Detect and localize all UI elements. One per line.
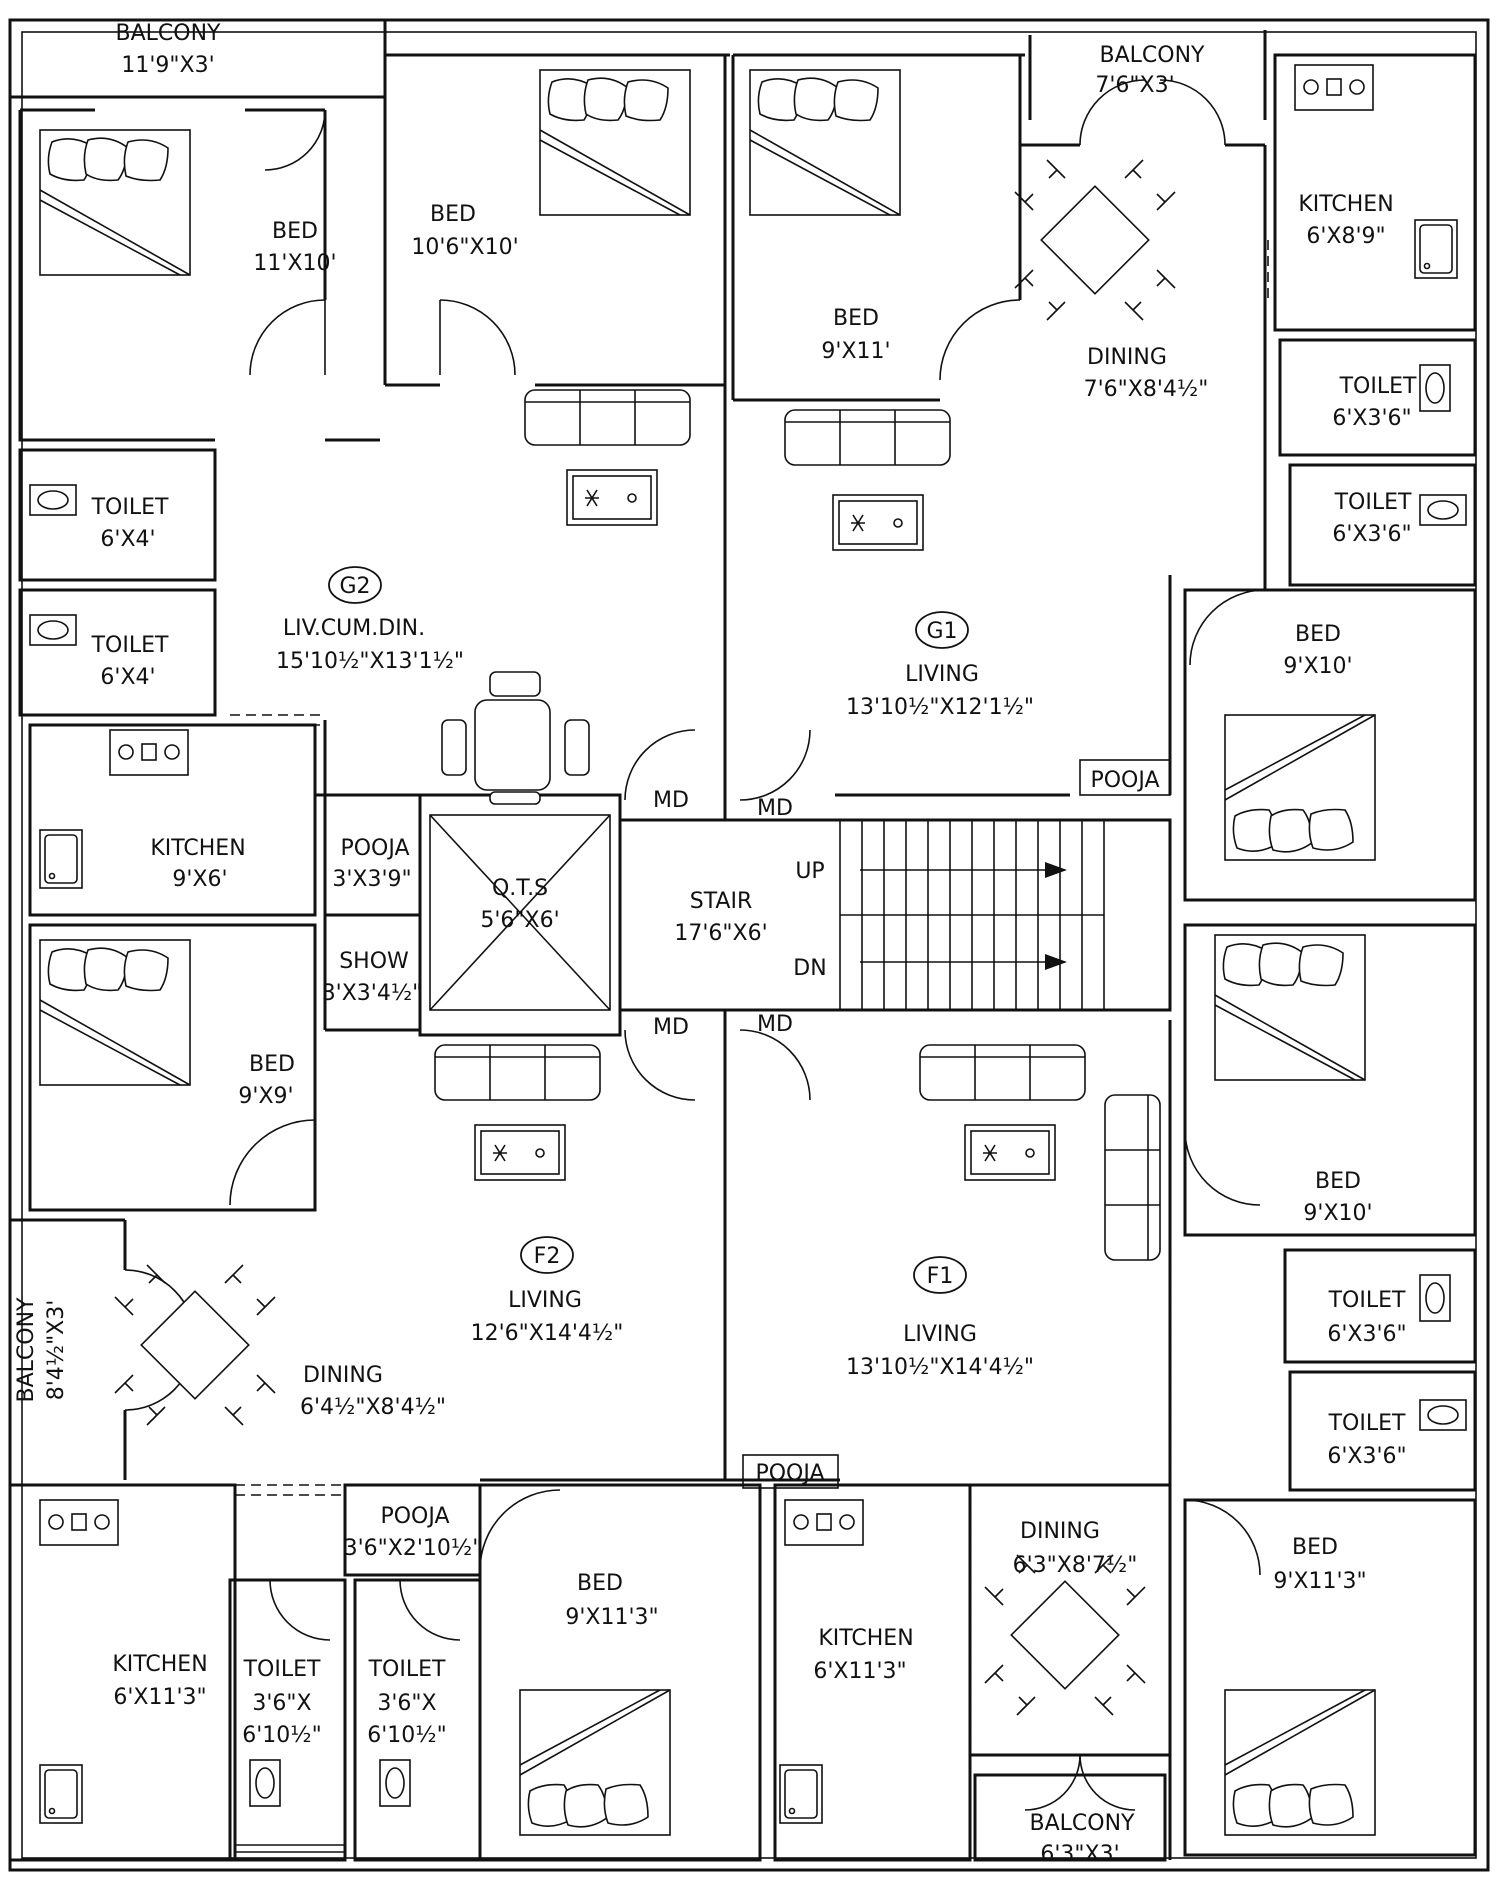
room-size: 17'6"X6' [674, 921, 767, 946]
room-size: 9'X11'3" [565, 1605, 658, 1630]
room-size: 9'X11' [821, 339, 890, 364]
room-size: 6'X3'6" [1332, 522, 1411, 547]
stair-treads [839, 820, 1105, 1010]
room-size: 6'3"X8'7½" [1013, 1553, 1138, 1578]
room-name: LIVING [903, 1322, 977, 1347]
room-name: DINING [1087, 345, 1167, 370]
room-name: STAIR [690, 889, 753, 914]
room-size: 7'6"X3' [1095, 73, 1174, 98]
room-name: KITCHEN [818, 1626, 913, 1651]
room-size: 9'X10' [1283, 654, 1352, 679]
room-name: KITCHEN [150, 836, 245, 861]
room-size: 11'9"X3' [121, 53, 214, 78]
room-size: 9'X6' [172, 867, 227, 892]
room-name: DINING [1020, 1519, 1100, 1544]
room-name: POOJA [755, 1461, 824, 1486]
room-name: LIVING [508, 1288, 582, 1313]
door-label-md: MD [757, 796, 793, 821]
room-size: 9'X11'3" [1273, 1569, 1366, 1594]
room-size: 3'X3'4½" [322, 981, 423, 1006]
room-size: 3'6"X [377, 1691, 436, 1716]
room-size: 15'10½"X13'1½" [276, 649, 464, 674]
stair-up-label: UP [795, 859, 824, 884]
room-name: TOILET [1339, 374, 1417, 399]
room-size: 10'6"X10' [411, 235, 518, 260]
room-name: LIV.CUM.DIN. [283, 616, 425, 641]
unit-label-g1: G1 [926, 619, 957, 644]
room-name: BED [249, 1052, 295, 1077]
room-labels: BALCONY 11'9"X3' BED 11'X10' BED 10'6"X1… [14, 21, 1417, 1867]
room-name: BED [833, 306, 879, 331]
room-size: 6'X3'6" [1327, 1444, 1406, 1469]
stair-dn-label: DN [793, 956, 826, 981]
room-size: 6'X4' [100, 527, 155, 552]
room-name: BALCONY [1030, 1811, 1136, 1836]
room-size: 3'6"X [252, 1691, 311, 1716]
room-size: 6'X3'6" [1327, 1322, 1406, 1347]
unit-label-f2: F2 [534, 1244, 561, 1269]
room-name: DINING [303, 1363, 383, 1388]
room-size: 9'X10' [1303, 1201, 1372, 1226]
room-size: 6'4½"X8'4½" [300, 1395, 446, 1420]
room-size: 6'10½" [242, 1723, 321, 1748]
room-size: 6'X3'6" [1332, 406, 1411, 431]
room-name: TOILET [91, 633, 169, 658]
room-size: 5'6"X6' [480, 908, 559, 933]
room-size: 9'X9' [238, 1084, 293, 1109]
dashed-openings [230, 240, 1269, 1755]
room-name: BED [1315, 1169, 1361, 1194]
room-name: LIVING [905, 662, 979, 687]
room-name: KITCHEN [112, 1652, 207, 1677]
room-size: 6'X11'3" [113, 1685, 206, 1710]
room-size: 3'X3'9" [332, 867, 411, 892]
unit-label-f1: F1 [927, 1264, 954, 1289]
room-name: BALCONY [1100, 43, 1206, 68]
room-size: 8'4½"X3' [44, 1300, 69, 1401]
room-name: Q.T.S [492, 876, 548, 901]
room-name: TOILET [91, 495, 169, 520]
room-name: POOJA [380, 1504, 449, 1529]
room-name: TOILET [243, 1657, 321, 1682]
door-label-md: MD [653, 1015, 689, 1040]
room-name: TOILET [368, 1657, 446, 1682]
room-size: 6'X11'3" [813, 1659, 906, 1684]
room-name: SHOW [339, 949, 409, 974]
room-name: BALCONY [116, 21, 222, 46]
room-name: TOILET [1328, 1288, 1406, 1313]
room-name: BED [430, 202, 476, 227]
room-size: 6'3"X3' [1040, 1842, 1119, 1867]
room-size: 7'6"X8'4½" [1084, 377, 1209, 402]
room-size: 13'10½"X12'1½" [846, 695, 1034, 720]
room-size: 11'X10' [253, 251, 336, 276]
door-swings [124, 79, 1266, 1811]
room-name: POOJA [340, 836, 409, 861]
door-label-md: MD [757, 1012, 793, 1037]
room-name: POOJA [1090, 768, 1159, 793]
room-size: 6'10½" [367, 1723, 446, 1748]
room-name: BED [577, 1571, 623, 1596]
unit-label-g2: G2 [339, 574, 370, 599]
room-name: TOILET [1334, 490, 1412, 515]
room-size: 6'X4' [100, 665, 155, 690]
room-size: 12'6"X14'4½" [471, 1321, 624, 1346]
unit-markers: G2 G1 F2 F1 [328, 566, 969, 1294]
room-name: BED [272, 219, 318, 244]
walls [8, 18, 1490, 1872]
room-name: BALCONY [14, 1297, 39, 1403]
room-size: 6'X8'9" [1306, 224, 1385, 249]
door-label-md: MD [653, 788, 689, 813]
room-size: 3'6"X2'10½" [344, 1536, 483, 1561]
room-name: BED [1295, 622, 1341, 647]
room-size: 13'10½"X14'4½" [846, 1355, 1034, 1380]
room-name: BED [1292, 1535, 1338, 1560]
room-name: KITCHEN [1298, 192, 1393, 217]
room-name: TOILET [1328, 1411, 1406, 1436]
furniture [29, 64, 1467, 1836]
